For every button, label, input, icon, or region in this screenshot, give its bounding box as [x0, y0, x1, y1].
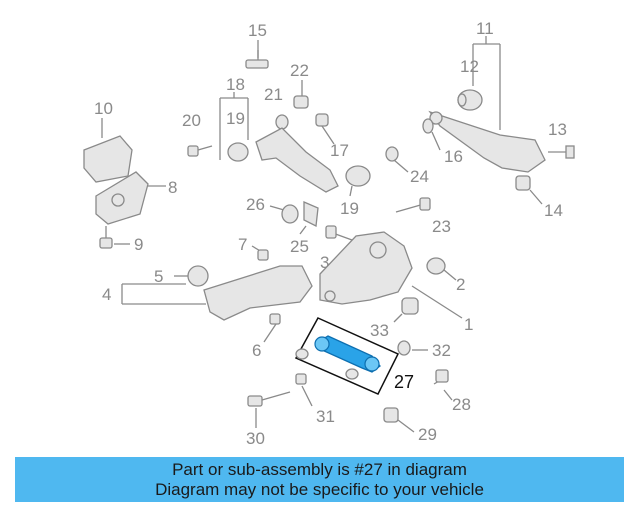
label-2: 2 — [456, 275, 465, 294]
label-14: 14 — [544, 201, 563, 220]
label-1: 1 — [464, 315, 473, 334]
bolt-30-icon — [247, 391, 291, 428]
bolt-28-icon — [433, 369, 453, 401]
banner-line-1: Part or sub-assembly is #27 in diagram — [172, 459, 467, 479]
cover-10-icon — [83, 135, 133, 183]
label-27: 27 — [394, 372, 414, 392]
label-4: 4 — [102, 285, 111, 304]
bushing-19-icon — [227, 142, 249, 162]
info-banner: Part or sub-assembly is #27 in diagram D… — [15, 457, 624, 502]
label-19a: 19 — [226, 109, 245, 128]
label-23: 23 — [432, 217, 451, 236]
label-29: 29 — [418, 425, 437, 444]
label-7: 7 — [238, 235, 247, 254]
bolt-13-icon — [548, 145, 575, 159]
arm-4-icon — [203, 265, 313, 321]
bolt-15-icon — [245, 40, 269, 69]
bolt-6-icon — [263, 313, 281, 343]
label-19b: 19 — [340, 199, 359, 218]
box-27-frame — [294, 317, 400, 395]
label-10: 10 — [94, 99, 113, 118]
label-25: 25 — [290, 237, 309, 256]
label-8: 8 — [168, 178, 177, 197]
label-20: 20 — [182, 111, 201, 130]
label-24: 24 — [410, 167, 429, 186]
label-22: 22 — [290, 61, 309, 80]
bushing-19b-icon — [345, 165, 371, 197]
bushing-27a-icon — [295, 348, 309, 360]
bracket-8-icon — [95, 171, 149, 225]
nut-26-icon — [281, 204, 299, 224]
bolt-17-icon — [315, 113, 335, 145]
nut-29-icon — [383, 407, 415, 433]
label-17: 17 — [330, 141, 349, 160]
bushing-12-icon — [457, 89, 483, 111]
washer-32-icon — [397, 340, 428, 356]
bolt-20-icon — [187, 145, 213, 157]
nut-22-icon — [293, 80, 309, 109]
washer-16-icon — [422, 118, 441, 151]
label-12: 12 — [460, 57, 479, 76]
bracket-4-icon — [121, 283, 206, 305]
label-15: 15 — [248, 21, 267, 40]
bushing-5-icon — [187, 265, 209, 287]
label-28: 28 — [452, 395, 471, 414]
bracket-18-icon — [219, 92, 249, 160]
label-5: 5 — [154, 267, 163, 286]
washer-21-icon — [275, 114, 289, 130]
bracket-11-icon — [472, 36, 501, 130]
bushing-27b-icon — [345, 368, 359, 380]
washer-24-icon — [385, 146, 409, 173]
plate-25-icon — [299, 201, 319, 235]
parts-diagram: 15 22 11 12 13 16 14 10 8 — [83, 19, 575, 448]
nut-33-icon — [393, 297, 419, 323]
label-32: 32 — [432, 341, 451, 360]
label-33: 33 — [370, 321, 389, 340]
bolt-9-icon — [99, 226, 130, 249]
nut-14-icon — [515, 175, 543, 205]
bolt-3-icon — [325, 225, 353, 241]
label-13: 13 — [548, 120, 567, 139]
bolt-23-icon — [395, 197, 431, 213]
label-6: 6 — [252, 341, 261, 360]
arm-18-icon — [255, 127, 339, 193]
label-26: 26 — [246, 195, 265, 214]
bushing-2-icon — [426, 257, 457, 281]
arm-27-icon — [314, 335, 381, 373]
label-11: 11 — [476, 19, 494, 38]
bolt-7-icon — [251, 245, 269, 261]
banner-line-2: Diagram may not be specific to your vehi… — [155, 479, 484, 499]
label-16: 16 — [444, 147, 463, 166]
label-30: 30 — [246, 429, 265, 448]
washer-31-icon — [295, 373, 313, 407]
label-21: 21 — [264, 85, 283, 104]
knuckle-1-icon — [319, 231, 413, 305]
label-31: 31 — [316, 407, 335, 426]
label-9: 9 — [134, 235, 143, 254]
label-3: 3 — [320, 253, 329, 272]
arm-11-icon — [428, 110, 546, 173]
label-18: 18 — [226, 75, 245, 94]
